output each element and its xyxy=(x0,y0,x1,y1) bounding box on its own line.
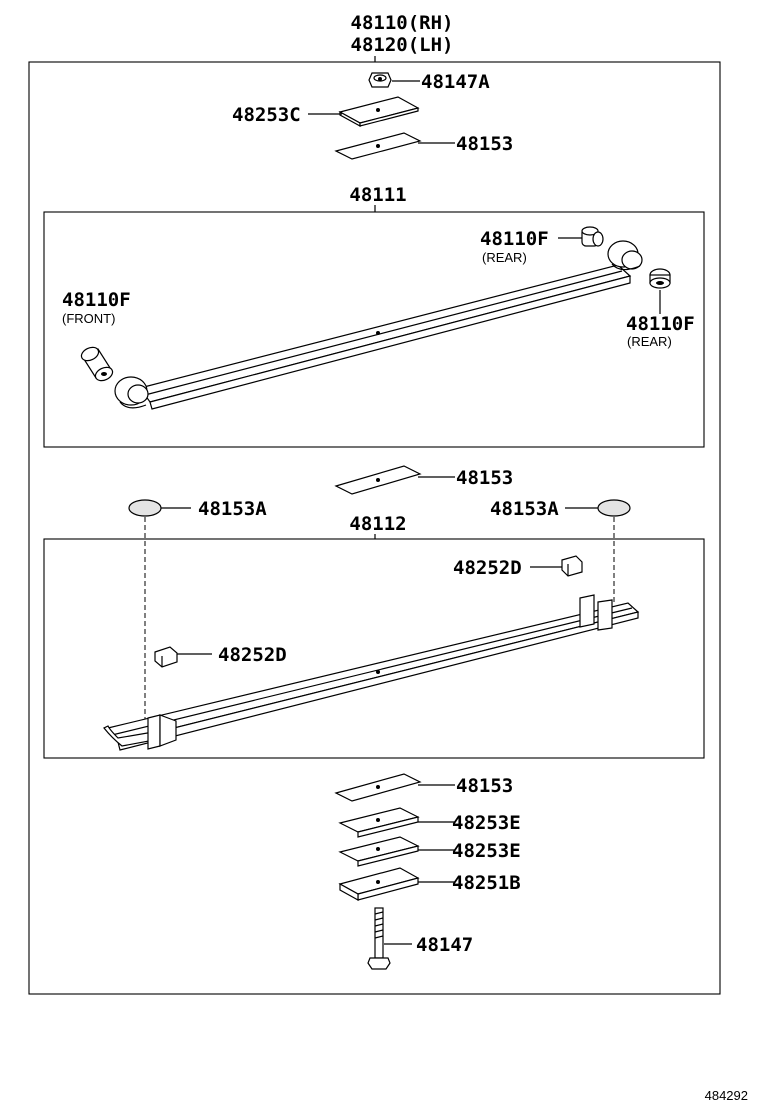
assembly-rh-label[interactable]: 48110(RH) xyxy=(351,12,454,34)
leaf-second-frame xyxy=(43,538,705,759)
pad-top-label[interactable]: 48153 xyxy=(456,133,513,155)
clip-left-label[interactable]: 48252D xyxy=(218,644,287,666)
pad-bottom-label[interactable]: 48153 xyxy=(456,775,513,797)
clip-48252d-left[interactable] xyxy=(154,646,178,668)
plate-48253c[interactable] xyxy=(338,96,420,128)
button-48153a-right[interactable] xyxy=(597,499,631,517)
button-left-label[interactable]: 48153A xyxy=(198,498,267,520)
button-48153a-left[interactable] xyxy=(128,499,162,517)
bushing-front-note: (FRONT) xyxy=(62,311,115,326)
clip-48252d-right[interactable] xyxy=(561,555,583,577)
pad-48153-mid[interactable] xyxy=(334,465,422,495)
clip-right-label[interactable]: 48252D xyxy=(453,557,522,579)
plate-48253e-2[interactable] xyxy=(338,836,420,867)
button-right-label[interactable]: 48153A xyxy=(490,498,559,520)
plate-c-label[interactable]: 48253C xyxy=(232,104,301,126)
pad-48153-bottom[interactable] xyxy=(334,773,422,802)
diagram-ref-number: 484292 xyxy=(705,1088,748,1103)
plate-48251b[interactable] xyxy=(338,867,420,902)
bushing-front[interactable] xyxy=(79,345,114,383)
bushing-rear-top-note: (REAR) xyxy=(482,250,527,265)
second-leaf-spring[interactable] xyxy=(103,594,640,751)
plate-e2-label[interactable]: 48253E xyxy=(452,840,521,862)
assembly-frame xyxy=(28,61,721,995)
leaf-second-number[interactable]: 48112 xyxy=(349,513,406,535)
nut-48147a[interactable] xyxy=(368,72,392,88)
bolt-48147[interactable] xyxy=(367,907,391,970)
main-leaf-spring[interactable] xyxy=(114,240,643,410)
plate-48253e-1[interactable] xyxy=(338,807,420,838)
pad-48153-top[interactable] xyxy=(334,132,422,160)
bushing-rear-right-label[interactable]: 48110F xyxy=(626,313,695,335)
bushing-rear-top[interactable] xyxy=(581,226,604,247)
bolt-label[interactable]: 48147 xyxy=(416,934,473,956)
plate-b-label[interactable]: 48251B xyxy=(452,872,521,894)
bushing-front-label[interactable]: 48110F xyxy=(62,289,131,311)
assembly-lh-label[interactable]: 48120(LH) xyxy=(351,34,454,56)
bushing-rear-top-label[interactable]: 48110F xyxy=(480,228,549,250)
nut-label[interactable]: 48147A xyxy=(421,71,490,93)
pad-mid-label[interactable]: 48153 xyxy=(456,467,513,489)
bushing-rear-right-note: (REAR) xyxy=(627,334,672,349)
bushing-rear-right[interactable] xyxy=(649,268,671,289)
leaf-main-frame xyxy=(43,211,705,448)
leaf-main-number[interactable]: 48111 xyxy=(349,184,406,206)
plate-e1-label[interactable]: 48253E xyxy=(452,812,521,834)
